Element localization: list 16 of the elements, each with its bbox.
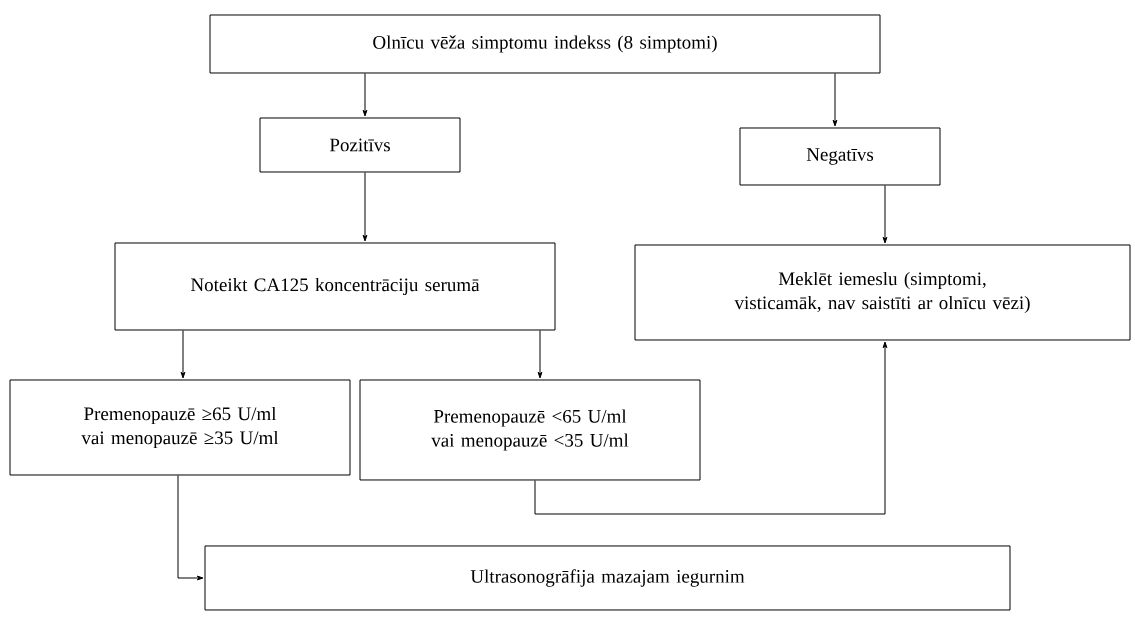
arrow	[882, 185, 888, 244]
process-box: Ultrasonogrāfija mazajam iegurnim	[204, 545, 1011, 611]
process-box: Olnīcu vēža simptomu indekss (8 simptomi)	[209, 14, 881, 74]
arrow	[180, 330, 186, 379]
arrow	[177, 475, 204, 581]
arrow	[832, 73, 838, 127]
arrow	[537, 330, 543, 379]
process-box: Pozitīvs	[259, 117, 461, 173]
arrow	[534, 341, 888, 515]
arrow	[362, 73, 368, 117]
process-box: Meklēt iemeslu (simptomi, visticamāk, nav saistīti ar olnīcu vēzi)	[634, 244, 1131, 341]
process-box: Negatīvs	[739, 127, 941, 186]
process-box: Premenopauzē <65 U/ml vai menopauzē <35 U/ml	[359, 379, 701, 481]
process-box: Noteikt CA125 koncentrāciju serumā	[114, 242, 556, 331]
process-box: Premenopauzē ≥65 U/ml vai menopauzē ≥35 U/ml	[9, 379, 351, 476]
arrow	[362, 172, 368, 242]
